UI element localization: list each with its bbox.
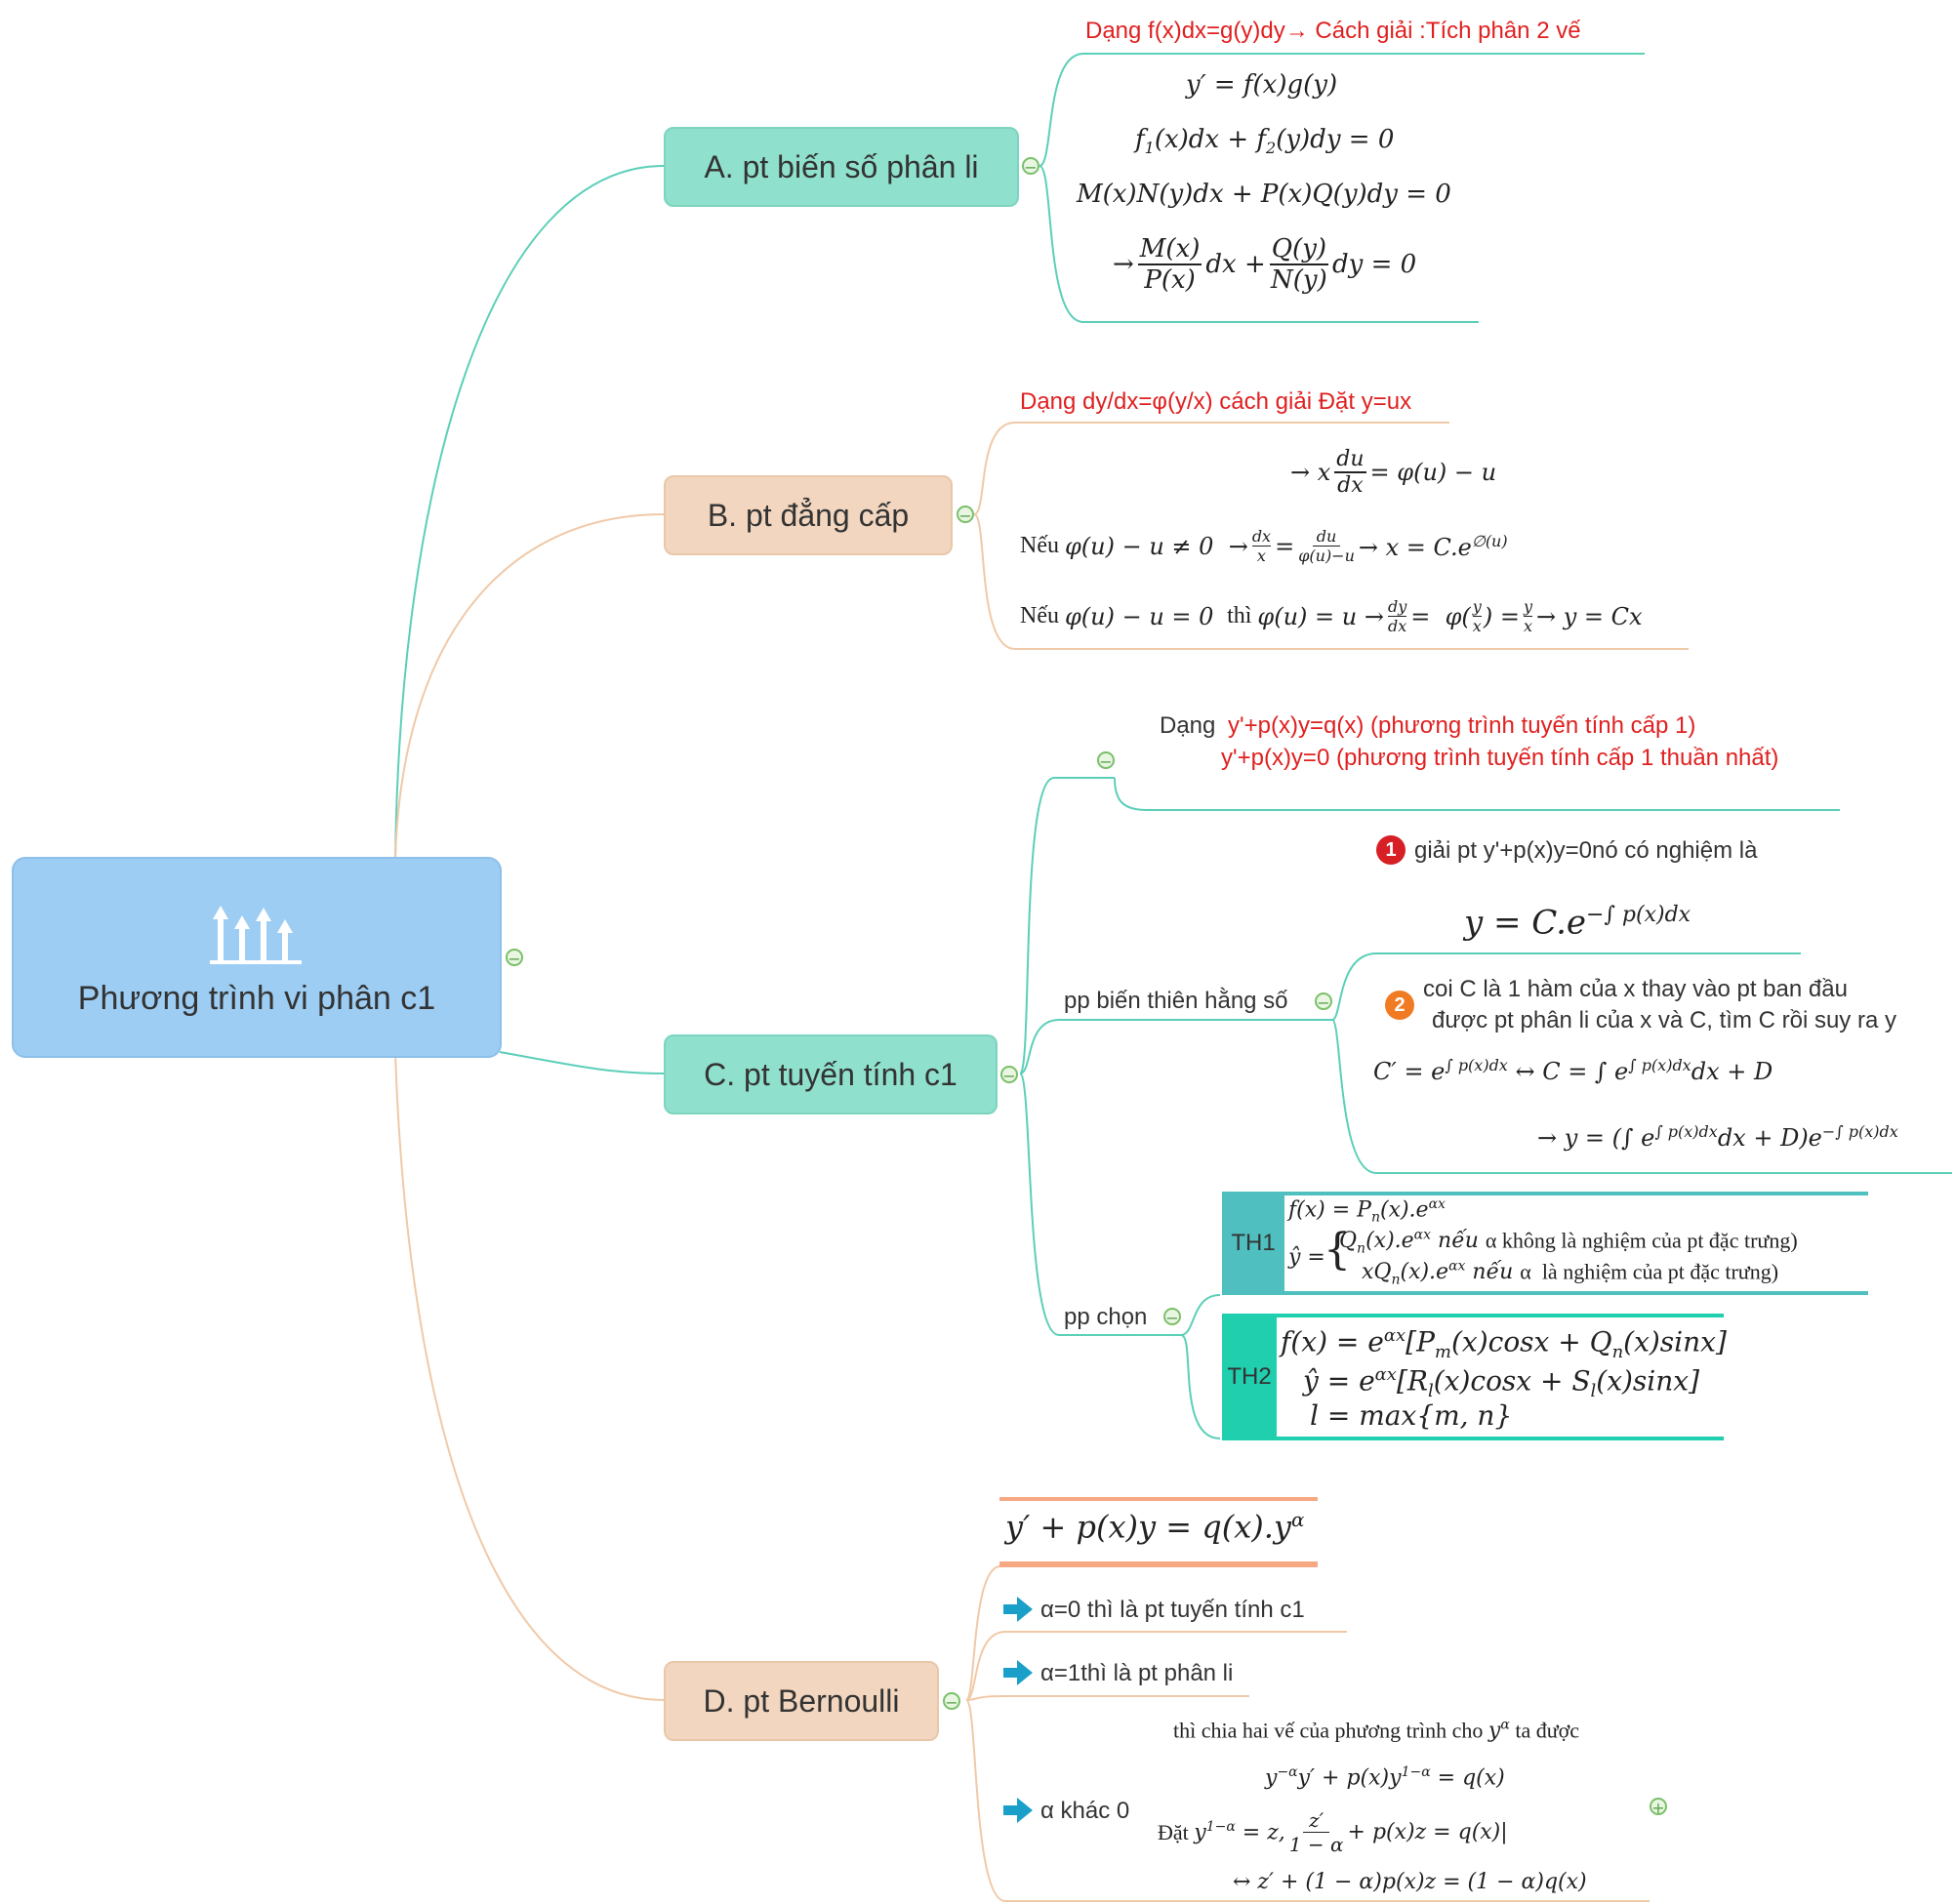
th1-brace: { [1324, 1225, 1351, 1275]
bernoulli-case3-l4: ↔ z′ + (1 − α)p(x)z = (1 − α)q(x) [1233, 1870, 1587, 1894]
bernoulli-form: y′ + p(x)y = q(x).yα [1005, 1508, 1305, 1546]
th2-line2: ŷ = eαx[Rl(x)cosx + Sl(x)sinx] [1303, 1364, 1700, 1401]
arrow-right-icon [1003, 1798, 1033, 1823]
formula-a-4: → M(x)P(x) dx + Q(y)N(y) dy = 0 [1113, 234, 1417, 295]
branch-c-collapse-toggle[interactable]: − [1000, 1066, 1018, 1084]
step1-badge: 1 [1376, 835, 1406, 865]
branch-d-collapse-toggle[interactable]: − [943, 1692, 960, 1711]
branch-c-form: Dạng y'+p(x)y=q(x) (phương trình tuyến t… [1160, 712, 1695, 740]
formula-a-1: y′ = f(x)g(y) [1186, 70, 1338, 100]
step2-line2: được pt phân li của x và C, tìm C rồi su… [1432, 1007, 1896, 1033]
pp1-collapse-toggle[interactable]: − [1315, 993, 1332, 1011]
th1-label: TH1 [1222, 1192, 1284, 1295]
branch-c-node[interactable]: C. pt tuyến tính c1 [664, 1034, 998, 1114]
branch-b-label: B. pt đẳng cấp [707, 497, 910, 533]
th2-box [1222, 1314, 1724, 1440]
pp1-formula1: C′ = e∫ p(x)dx ↔ C = ∫ e∫ p(x)dxdx + D [1373, 1056, 1773, 1085]
bar-chart-arrows-icon [210, 905, 302, 964]
pp2-label[interactable]: pp chọn [1064, 1304, 1148, 1330]
bernoulli-case3-l2: y−αy′ + p(x)y1−α = q(x) [1265, 1764, 1505, 1791]
form-collapse-toggle[interactable]: − [1097, 751, 1115, 770]
step1-formula: y = C.e−∫ p(x)dx [1464, 903, 1691, 943]
step2-line1: coi C là 1 hàm của x thay vào pt ban đầu [1423, 976, 1848, 1002]
formula-a-3: M(x)N(y)dx + P(x)Q(y)dy = 0 [1077, 180, 1451, 209]
branch-d-label: D. pt Bernoulli [703, 1682, 900, 1719]
pp1-label[interactable]: pp biến thiên hằng số [1064, 988, 1288, 1014]
th1-line2: Qn(x).eαx nếu α không là nghiệm của pt đ… [1339, 1228, 1798, 1257]
branch-a-heading: Dạng f(x)dx=g(y)dy→ Cách giải :Tích phân… [1085, 18, 1581, 44]
th1-yhat: ŷ = [1288, 1245, 1325, 1270]
th2-line1: f(x) = eαx[Pm(x)cosx + Qn(x)sinx] [1281, 1325, 1727, 1362]
branch-c-label: C. pt tuyến tính c1 [704, 1056, 958, 1092]
bernoulli-case2: α=1thì là pt phân li [1040, 1660, 1234, 1686]
root-collapse-toggle[interactable]: − [506, 949, 523, 967]
step2-badge: 2 [1385, 991, 1414, 1020]
branch-b-collapse-toggle[interactable]: − [957, 506, 974, 524]
bernoulli-case3-l3: Đặt y1−α = z, z′1 − α + p(x)z = q(x)| [1158, 1808, 1508, 1856]
root-title: Phương trình vi phân c1 [77, 979, 436, 1017]
branch-a-label: A. pt biến số phân li [704, 148, 979, 184]
th2-line3: l = max{m, n} [1310, 1399, 1513, 1432]
step1-text: giải pt y'+p(x)y=0nó có nghiệm là [1414, 837, 1758, 864]
branch-a-node[interactable]: A. pt biến số phân li [664, 127, 1019, 207]
th1-line3: xQn(x).eαx nếu α là nghiệm của pt đặc tr… [1362, 1259, 1779, 1288]
th1-line1: f(x) = Pn(x).eαx [1288, 1196, 1446, 1226]
bernoulli-form-box [999, 1497, 1318, 1567]
branch-b-heading: Dạng dy/dx=φ(y/x) cách giải Đặt y=ux [1020, 388, 1412, 415]
branch-b-node[interactable]: B. pt đẳng cấp [664, 475, 953, 555]
th2-label: TH2 [1222, 1314, 1277, 1440]
branch-c-form-2: y'+p(x)y=0 (phương trình tuyến tính cấp … [1221, 745, 1778, 772]
branch-a-collapse-toggle[interactable]: − [1022, 157, 1039, 176]
form-line1: y'+p(x)y=q(x) (phương trình tuyến tính c… [1228, 712, 1696, 739]
bernoulli-case3-l1: thì chia hai vế của phương trình cho yα … [1173, 1718, 1580, 1744]
arrow-right-icon [1003, 1660, 1033, 1685]
pp1-formula2: → y = (∫ e∫ p(x)dxdx + D)e−∫ p(x)dx [1537, 1122, 1898, 1152]
form-prefix: Dạng [1160, 712, 1216, 739]
arrow-right-icon [1003, 1597, 1033, 1622]
formula-a-2: f1(x)dx + f2(y)dy = 0 [1135, 125, 1395, 158]
bernoulli-case3: α khác 0 [1040, 1798, 1130, 1824]
branch-d-node[interactable]: D. pt Bernoulli [664, 1661, 939, 1741]
root-node[interactable]: Phương trình vi phân c1 [12, 857, 502, 1058]
form-line2: y'+p(x)y=0 (phương trình tuyến tính cấp … [1221, 745, 1779, 771]
bernoulli-expand-toggle[interactable]: + [1650, 1798, 1667, 1816]
bernoulli-case1: α=0 thì là pt tuyến tính c1 [1040, 1597, 1305, 1623]
pp2-collapse-toggle[interactable]: − [1163, 1308, 1181, 1326]
th1-box [1222, 1192, 1868, 1295]
